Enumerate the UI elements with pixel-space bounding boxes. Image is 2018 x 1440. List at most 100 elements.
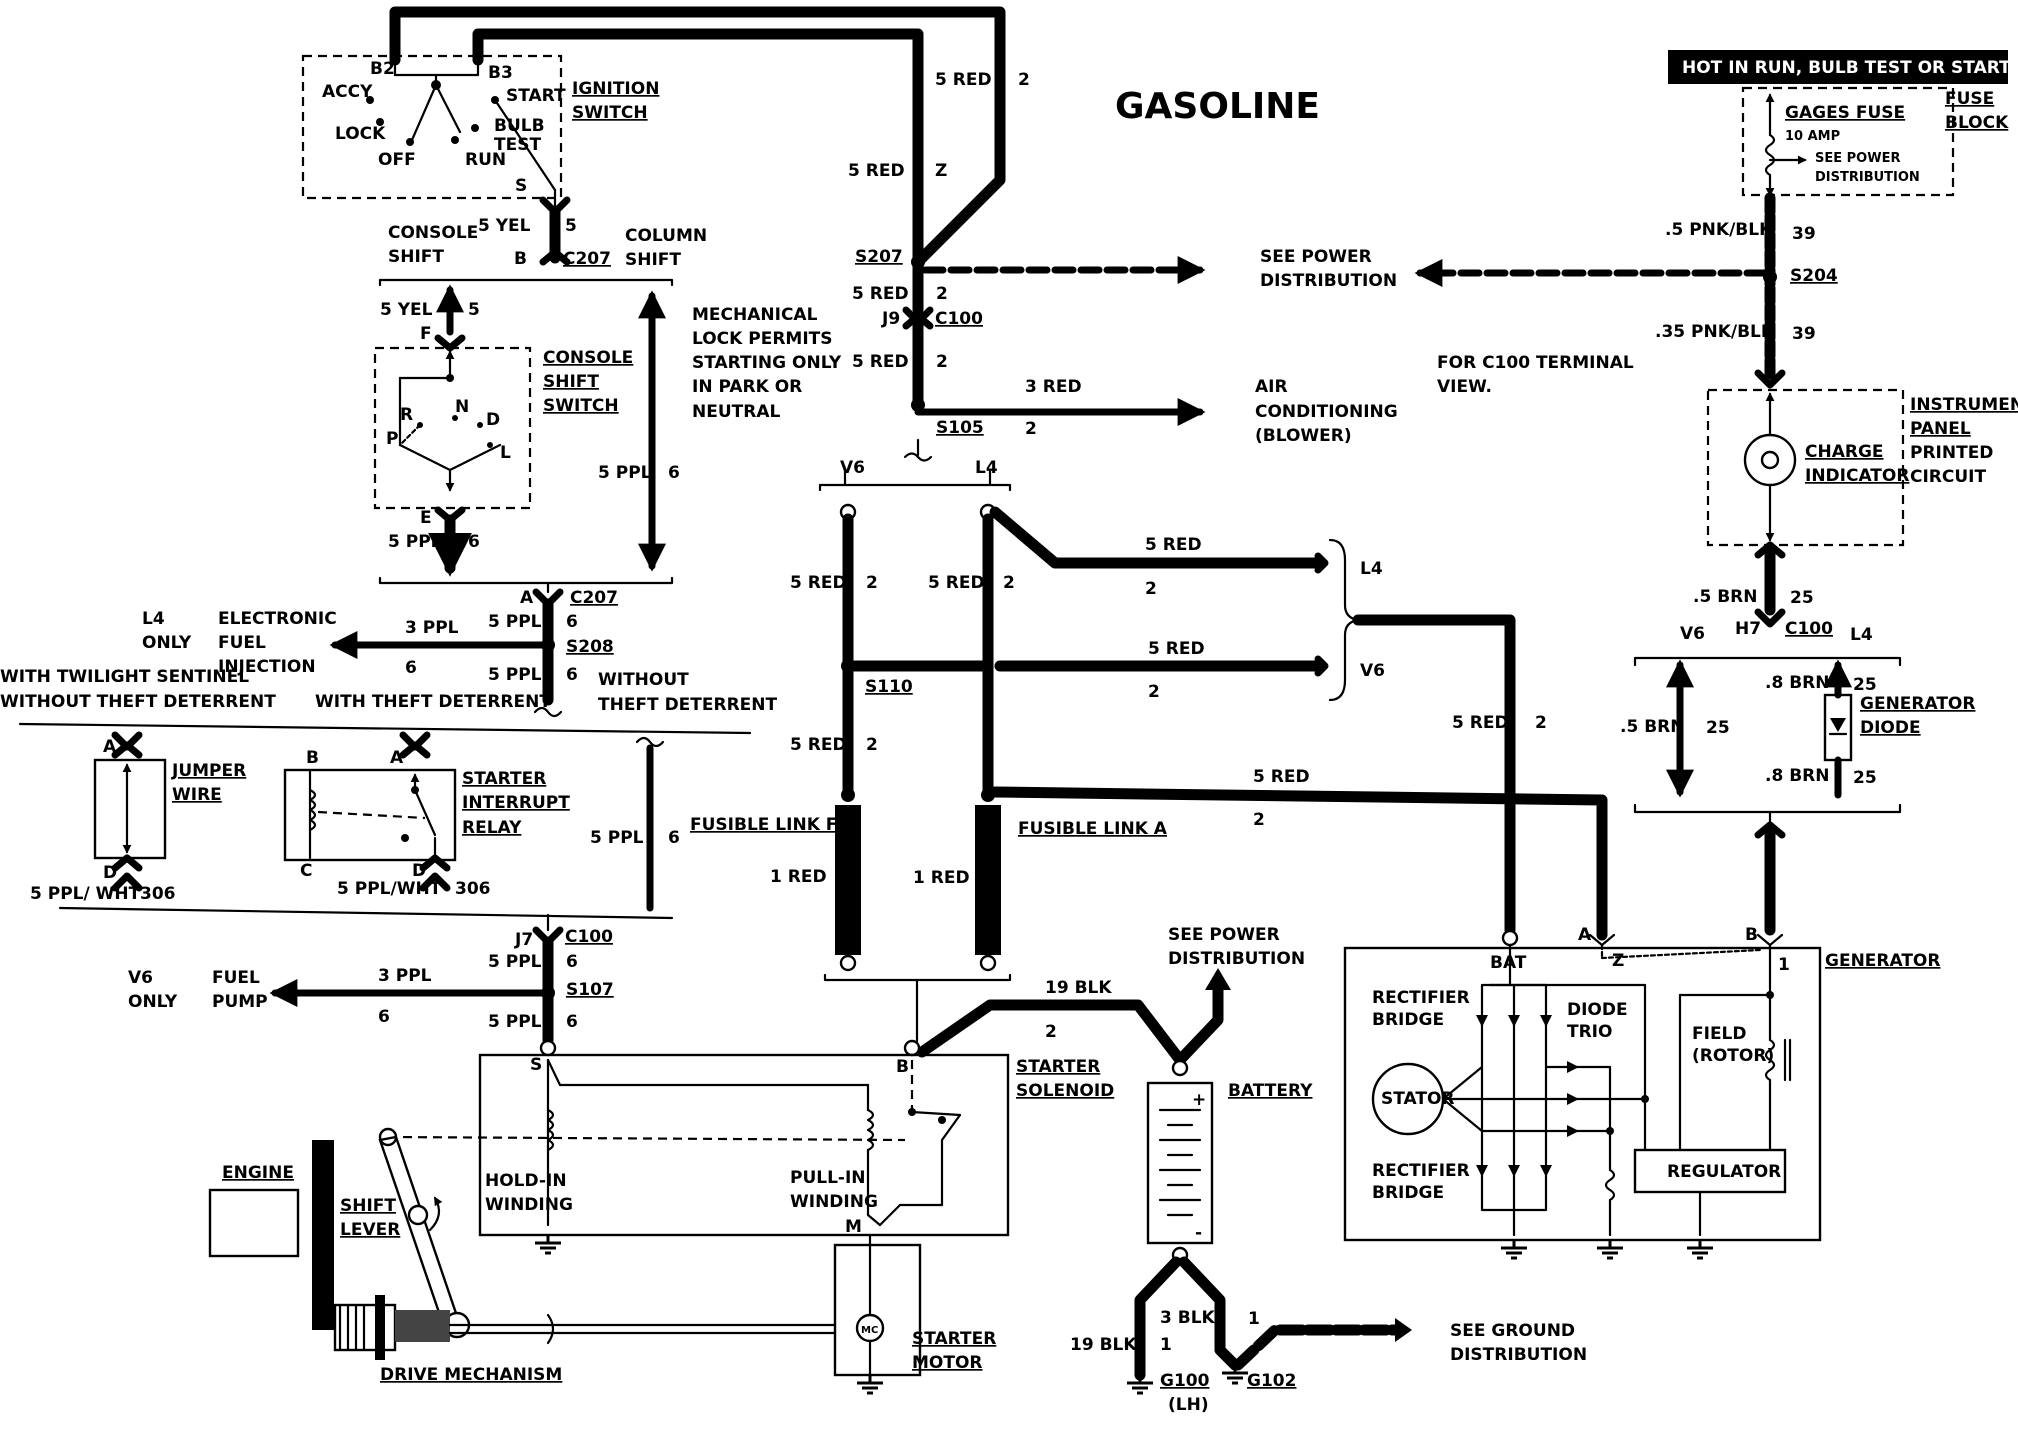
w-brn-d1: .8 BRN: [1765, 673, 1829, 693]
ac-label-2: CONDITIONING: [1255, 402, 1398, 422]
hold-in-2: WINDING: [485, 1195, 573, 1215]
w-n6-j7: 6: [566, 952, 578, 972]
w-n6-efi: 6: [405, 658, 417, 678]
w-3red-ac: 3 RED: [1025, 377, 1082, 397]
w-n2-top-l4: 2: [1145, 579, 1157, 599]
w-39a: 39: [1792, 224, 1816, 244]
engine-label: ENGINE: [222, 1163, 294, 1183]
rectifier-4: BRIDGE: [1372, 1183, 1444, 1203]
sir-a: A: [390, 748, 404, 768]
w-5yel: 5 YEL: [478, 216, 531, 236]
s207-label: S207: [855, 247, 903, 267]
w-brn-d2: .8 BRN: [1765, 766, 1829, 786]
w-red-v6: 5 RED: [790, 573, 847, 593]
w-red-gen: 5 RED: [1452, 713, 1509, 733]
starter-motor-1: STARTER: [912, 1329, 996, 1349]
panel-label-2: PANEL: [1910, 419, 1971, 439]
w-n5: 5: [565, 216, 577, 236]
w-n2-s105: 2: [1025, 419, 1037, 439]
mech-4: IN PARK OR: [692, 377, 802, 397]
efi-3: INJECTION: [218, 657, 316, 677]
g100-label: G100: [1160, 1371, 1210, 1391]
w-n2-v6: 2: [866, 573, 878, 593]
css-l: L: [500, 443, 511, 463]
w-n6-col: 6: [668, 463, 680, 483]
fuse-block-label-1: FUSE: [1945, 89, 1994, 109]
css-f-terminal: F: [420, 324, 432, 344]
c207b-label: C207: [570, 588, 618, 608]
w-red-s110: 5 RED: [790, 735, 847, 755]
diagram-title: GASOLINE: [1115, 86, 1320, 127]
fuse-block: [1741, 86, 1955, 197]
s107-label: S107: [566, 980, 614, 1000]
wire-19blk: [916, 999, 1186, 1066]
fuse-block-label-2: BLOCK: [1945, 113, 2009, 133]
css-n: N: [455, 397, 469, 417]
jumper-wire-box: [93, 758, 167, 860]
w-3ppl: 3 PPL: [405, 618, 459, 638]
c100-label: C100: [565, 927, 613, 947]
diode-trio-1: DIODE: [1567, 1000, 1628, 1020]
l4-brace-label: L4: [1360, 559, 1383, 579]
gen-bat: BAT: [1490, 953, 1527, 973]
jw-a: A: [103, 737, 117, 757]
rectifier-3: RECTIFIER: [1372, 1161, 1470, 1181]
wire-l4-branch: [989, 506, 1324, 569]
ign-lock-label: LOCK: [335, 124, 386, 144]
stator-label: STATOR: [1381, 1089, 1455, 1109]
w-n1a: 1: [1248, 1309, 1260, 1329]
css-p: P: [386, 429, 398, 449]
sir-label-2: INTERRUPT: [462, 793, 570, 813]
fusible-link-f: [835, 805, 861, 955]
v6-label: V6: [840, 458, 865, 478]
css-r: R: [400, 405, 413, 425]
ign-accy-label: ACCY: [322, 82, 373, 102]
w-5ppl-s208: 5 PPL: [488, 665, 542, 685]
fuse-see-2: DISTRIBUTION: [1815, 170, 1920, 185]
w-39b: 39: [1792, 324, 1816, 344]
w-n6-mid: 6: [668, 828, 680, 848]
sol-b-terminal: B: [896, 1057, 909, 1077]
sol-label-1: STARTER: [1016, 1057, 1100, 1077]
w-red-bat: 5 RED: [1253, 767, 1310, 787]
see-power-dist-1: SEE POWER: [1260, 247, 1372, 267]
sol-s-terminal: S: [530, 1055, 542, 1075]
v6-right: V6: [1680, 624, 1705, 644]
ign-start-label: START: [506, 86, 566, 106]
starter-interrupt-relay: [283, 768, 457, 862]
css-e-terminal: E: [420, 508, 432, 528]
w-306a: 306: [140, 884, 176, 904]
motor-mc: MC: [861, 1325, 878, 1336]
c207-b-terminal: B: [514, 249, 527, 269]
w-5ppl-css: 5 PPL: [388, 532, 442, 552]
ign-b2-terminal: B2: [370, 59, 395, 79]
v6-brace-label: V6: [1360, 661, 1385, 681]
w-5ppl-mid: 5 PPL: [590, 828, 644, 848]
starter-solenoid: [478, 1039, 1010, 1255]
w-5ppl-s: 5 PPL: [488, 1012, 542, 1032]
ignition-switch-label-2: SWITCH: [572, 103, 648, 123]
g102-label: G102: [1247, 1371, 1296, 1391]
w-n25-d1: 25: [1853, 675, 1877, 695]
wire-red-to-gen-bat: [1352, 614, 1516, 936]
w-n25-d2: 25: [1853, 768, 1877, 788]
w-19blk-b: 19 BLK: [1070, 1335, 1137, 1355]
v6-only-1: V6: [128, 968, 153, 988]
hold-in-1: HOLD-IN: [485, 1171, 567, 1191]
w-n2-blk: 2: [1045, 1022, 1057, 1042]
console-shift-2: SHIFT: [388, 247, 444, 267]
diode-trio-2: TRIO: [1567, 1022, 1612, 1042]
gen-diode-2: DIODE: [1860, 718, 1921, 738]
sol-m-terminal: M: [845, 1217, 862, 1237]
see-ground-1: SEE GROUND: [1450, 1321, 1575, 1341]
gages-fuse: GAGES FUSE: [1785, 103, 1905, 123]
drive-mechanism: [333, 1295, 837, 1360]
c100-h7-label: C100: [1785, 619, 1833, 639]
ign-bulb-label: BULB: [494, 116, 545, 136]
sir-label-3: RELAY: [462, 818, 522, 838]
charge-indicator-2: INDICATOR: [1805, 466, 1909, 486]
css-label-1: CONSOLE: [543, 348, 633, 368]
gen-1: 1: [1778, 955, 1790, 975]
pull-in-1: PULL-IN: [790, 1168, 866, 1188]
